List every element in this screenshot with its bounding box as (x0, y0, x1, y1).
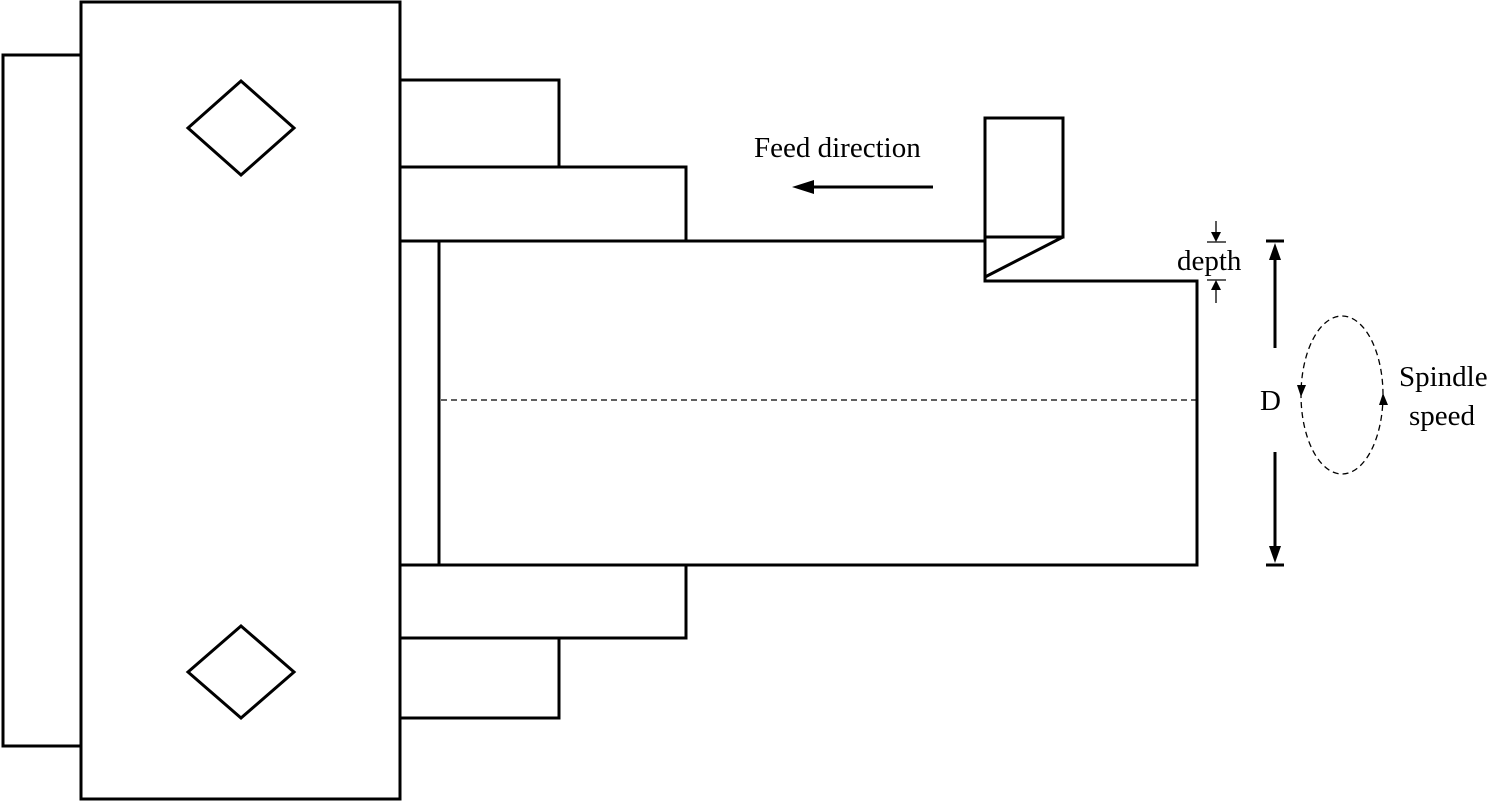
lathe-chuck (1, 0, 402, 801)
workpiece (400, 239, 1199, 567)
spindle-arrow-down (1297, 385, 1306, 397)
depth-lower-arrow-head (1211, 280, 1221, 290)
workpiece-outline (400, 239, 1199, 567)
chuck-jaws (400, 78, 688, 720)
tool-shank (983, 116, 1065, 239)
feed-direction-label: Feed direction (754, 132, 921, 164)
feed-arrow-head (792, 180, 814, 194)
tool-tip (983, 235, 1064, 280)
spindle-rotation-indicator: Spindle speed (1297, 315, 1488, 475)
spindle-arrow-up (1379, 393, 1388, 405)
diameter-upper-arrow-head (1269, 243, 1281, 260)
chuck-body (79, 0, 402, 801)
chuck-key-socket-top (185, 78, 297, 178)
spindle-label-line2: speed (1409, 400, 1476, 432)
diameter-label: D (1260, 385, 1281, 417)
spindle-label-line1: Spindle (1399, 361, 1488, 393)
chuck-back-plate (1, 53, 81, 748)
feed-direction-indicator: Feed direction (754, 132, 933, 194)
spindle-rotation-ellipse (1300, 315, 1384, 475)
depth-label: depth (1177, 245, 1242, 277)
bottom-jaw-outer (400, 636, 561, 720)
chuck-key-socket-bottom (185, 624, 297, 720)
depth-upper-arrow-head (1211, 232, 1221, 242)
top-jaw-outer (400, 78, 561, 167)
diameter-lower-arrow-head (1269, 546, 1281, 563)
depth-dimension: depth (1177, 221, 1242, 303)
diameter-dimension: D (1260, 239, 1284, 567)
bottom-jaw-inner (400, 565, 688, 640)
top-jaw-inner (400, 165, 688, 241)
cutting-tool (983, 116, 1065, 280)
